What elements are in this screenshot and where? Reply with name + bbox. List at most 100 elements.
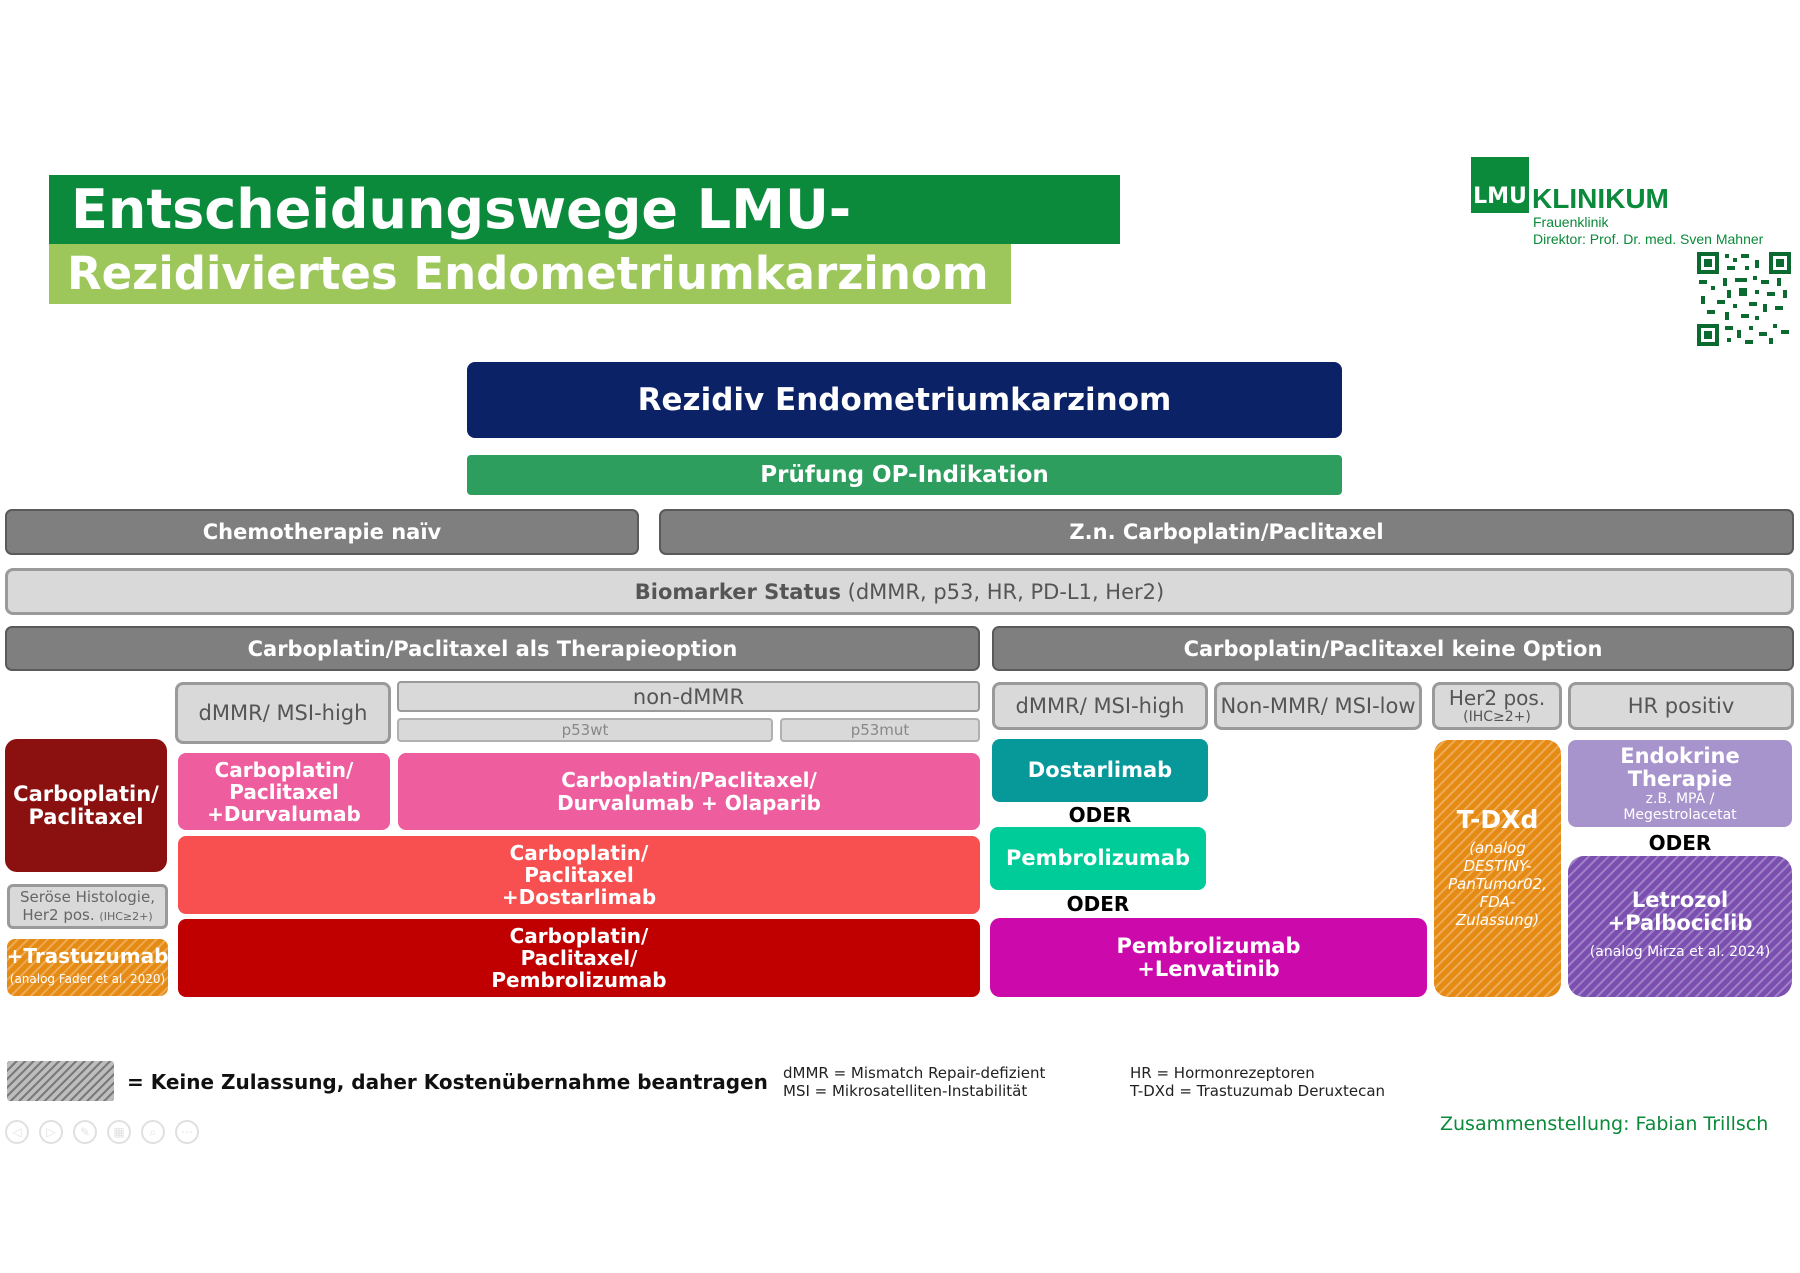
non-mmr-header: Non-MMR/ MSI-low bbox=[1214, 682, 1422, 730]
biomarker-label-bold: Biomarker Status bbox=[634, 579, 841, 604]
post-carbo-label: Z.n. Carboplatin/Paclitaxel bbox=[1069, 520, 1384, 544]
lmu-logo: LMU KLINIKUM Frauenklinik Direktor: Prof… bbox=[1471, 157, 1791, 247]
option-yes-bar: Carboplatin/Paclitaxel als Therapieoptio… bbox=[5, 626, 980, 671]
tdxd-note-line1: (analog bbox=[1469, 839, 1526, 857]
hr-header: HR positiv bbox=[1568, 682, 1794, 730]
pembro-lenva-box: Pembrolizumab +Lenvatinib bbox=[990, 918, 1427, 997]
endocrine-note-line2: Megestrolacetat bbox=[1623, 806, 1737, 823]
tdxd-label: T-DXd bbox=[1456, 805, 1539, 834]
op-indication-label: Prüfung OP-Indikation bbox=[760, 462, 1049, 488]
dmmr-right-header: dMMR/ MSI-high bbox=[992, 682, 1208, 730]
carbo-pacli-box: Carboplatin/ Paclitaxel bbox=[5, 739, 167, 872]
abbr-dmmr: dMMR = Mismatch Repair-defizient bbox=[783, 1064, 1046, 1082]
biomarker-bar: Biomarker Status (dMMR, p53, HR, PD-L1, … bbox=[5, 568, 1794, 615]
grid-icon[interactable]: ▦ bbox=[107, 1120, 131, 1144]
durvalumab-line3: +Durvalumab bbox=[207, 801, 361, 826]
endocrine-note-line1: z.B. MPA / bbox=[1645, 790, 1715, 807]
durva-olaparib-box: Carboplatin/Paclitaxel/ Durvalumab + Ola… bbox=[398, 753, 980, 830]
non-dmmr-header: non-dMMR bbox=[397, 681, 980, 712]
oder-label-1: ODER bbox=[1068, 803, 1132, 827]
dostarlimab-combo-line1: Carboplatin/ bbox=[509, 841, 649, 865]
tdxd-note-line5: Zulassung) bbox=[1455, 911, 1540, 929]
next-icon[interactable]: ▷ bbox=[39, 1120, 63, 1144]
p53mut-header: p53mut bbox=[780, 718, 980, 742]
durvalumab-box: Carboplatin/ Paclitaxel +Durvalumab bbox=[178, 753, 390, 830]
tdxd-note-line3: PanTumor02, bbox=[1448, 875, 1547, 893]
endocrine-line2: Therapie bbox=[1627, 766, 1733, 791]
p53wt-header: p53wt bbox=[397, 718, 773, 742]
tdxd-box: T-DXd (analog DESTINY- PanTumor02, FDA- … bbox=[1434, 740, 1561, 997]
durva-olaparib-line2: Durvalumab + Olaparib bbox=[557, 790, 821, 815]
page-subtitle: Rezidiviertes Endometriumkarzinom bbox=[49, 244, 1011, 304]
biomarker-label-rest: (dMMR, p53, HR, PD-L1, Her2) bbox=[840, 579, 1165, 604]
serous-note-line1: Seröse Histologie, bbox=[20, 887, 155, 906]
serous-note-her2: Her2 pos. bbox=[22, 905, 95, 924]
option-yes-label: Carboplatin/Paclitaxel als Therapieoptio… bbox=[247, 636, 738, 661]
tdxd-note-line4: FDA- bbox=[1479, 893, 1516, 911]
serous-note-ihc: (IHC≥2+) bbox=[99, 909, 153, 923]
pembro-combo-box: Carboplatin/ Paclitaxel/ Pembrolizumab bbox=[178, 919, 980, 997]
letrozol-line1: Letrozol bbox=[1631, 888, 1729, 912]
non-mmr-label: Non-MMR/ MSI-low bbox=[1220, 694, 1416, 718]
hr-label: HR positiv bbox=[1627, 694, 1735, 718]
dmmr-left-header: dMMR/ MSI-high bbox=[175, 682, 391, 744]
qr-code bbox=[1697, 252, 1791, 346]
lmu-logo-mark-text: LMU bbox=[1473, 184, 1527, 209]
letrozol-box: Letrozol +Palbociclib (analog Mirza et a… bbox=[1568, 856, 1792, 997]
endocrine-box: Endokrine Therapie z.B. MPA / Megestrola… bbox=[1568, 740, 1792, 827]
oder-label-3: ODER bbox=[1648, 831, 1712, 855]
prev-icon[interactable]: ◁ bbox=[5, 1120, 29, 1144]
serous-note-line2: Her2 pos. (IHC≥2+) bbox=[22, 906, 152, 926]
op-indication-box: Prüfung OP-Indikation bbox=[467, 455, 1342, 495]
pembro-lenva-line2: +Lenvatinib bbox=[1137, 956, 1280, 981]
option-no-bar: Carboplatin/Paclitaxel keine Option bbox=[992, 626, 1794, 671]
dostarlimab-combo-line2: Paclitaxel bbox=[524, 863, 634, 887]
lmu-logo-mark: LMU bbox=[1471, 157, 1529, 213]
p53mut-label: p53mut bbox=[850, 721, 910, 739]
more-icon[interactable]: ⋯ bbox=[175, 1120, 199, 1144]
letrozol-ref: (analog Mirza et al. 2024) bbox=[1589, 944, 1771, 960]
dostarlimab-combo-box: Carboplatin/ Paclitaxel +Dostarlimab bbox=[178, 836, 980, 914]
carbo-pacli-line1: Carboplatin/ bbox=[13, 781, 159, 806]
pembro-lenva-line1: Pembrolizumab bbox=[1116, 933, 1301, 958]
page-title: Entscheidungswege LMU-Strategie bbox=[49, 175, 1120, 310]
pembrolizumab-box: Pembrolizumab bbox=[990, 827, 1206, 890]
durva-olaparib-line1: Carboplatin/Paclitaxel/ bbox=[561, 767, 817, 792]
oder-label-2: ODER bbox=[1066, 892, 1130, 916]
her2-ihc-label: (IHC≥2+) bbox=[1463, 709, 1531, 725]
letrozol-line2: +Palbociclib bbox=[1607, 911, 1753, 935]
chemo-naive-bar: Chemotherapie naïv bbox=[5, 509, 639, 555]
durvalumab-line2: Paclitaxel bbox=[229, 779, 339, 804]
her2-label: Her2 pos. bbox=[1448, 686, 1546, 710]
hatch-legend-swatch bbox=[7, 1061, 114, 1101]
rezidiv-box: Rezidiv Endometriumkarzinom bbox=[467, 362, 1342, 438]
abbr-hr: HR = Hormonrezeptoren bbox=[1130, 1064, 1315, 1082]
abbr-msi: MSI = Mikrosatelliten-Instabilität bbox=[783, 1082, 1028, 1100]
dmmr-right-label: dMMR/ MSI-high bbox=[1015, 694, 1185, 718]
tdxd-note-line2: DESTINY- bbox=[1463, 857, 1532, 875]
dostarlimab-label: Dostarlimab bbox=[1027, 758, 1173, 782]
option-no-label: Carboplatin/Paclitaxel keine Option bbox=[1183, 636, 1603, 661]
non-dmmr-label: non-dMMR bbox=[632, 684, 745, 709]
lmu-logo-director: Direktor: Prof. Dr. med. Sven Mahner bbox=[1533, 231, 1764, 247]
post-carbo-bar: Z.n. Carboplatin/Paclitaxel bbox=[659, 509, 1794, 555]
her2-header: Her2 pos. (IHC≥2+) bbox=[1432, 682, 1562, 730]
dmmr-left-label: dMMR/ MSI-high bbox=[198, 701, 368, 725]
dostarlimab-combo-line3: +Dostarlimab bbox=[501, 885, 657, 909]
zoom-icon[interactable]: ⌕ bbox=[141, 1120, 165, 1144]
carbo-pacli-line2: Paclitaxel bbox=[28, 804, 144, 829]
hatch-legend-text: = Keine Zulassung, daher Kostenübernahme… bbox=[127, 1070, 768, 1094]
pembrolizumab-label: Pembrolizumab bbox=[1006, 846, 1190, 870]
pembro-combo-line2: Paclitaxel/ bbox=[520, 946, 638, 970]
lmu-logo-name: KLINIKUM bbox=[1532, 183, 1669, 214]
pen-icon[interactable]: ✎ bbox=[73, 1120, 97, 1144]
lmu-logo-department: Frauenklinik bbox=[1533, 214, 1609, 230]
pembro-combo-line3: Pembrolizumab bbox=[491, 968, 667, 992]
slideshow-toolbar: ◁ ▷ ✎ ▦ ⌕ ⋯ bbox=[5, 1120, 215, 1148]
abbr-tdxd: T-DXd = Trastuzumab Deruxtecan bbox=[1130, 1082, 1386, 1100]
chemo-naive-label: Chemotherapie naïv bbox=[202, 520, 442, 544]
p53wt-label: p53wt bbox=[561, 721, 609, 739]
durvalumab-line1: Carboplatin/ bbox=[214, 757, 354, 782]
dostarlimab-box: Dostarlimab bbox=[992, 739, 1208, 802]
trastuzumab-ref: (analog Fader et al. 2020) bbox=[9, 971, 166, 986]
